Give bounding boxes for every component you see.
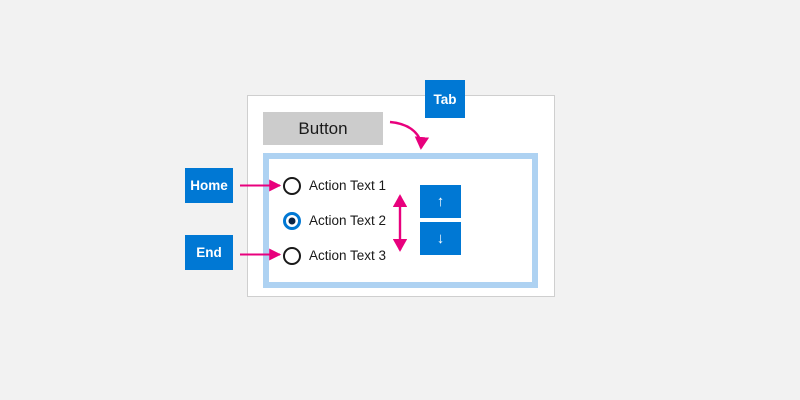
key-label-text: Tab	[433, 91, 457, 107]
radio-group: Action Text 1 Action Text 2 Action Text …	[283, 175, 403, 266]
radio-unchecked-icon[interactable]	[283, 176, 301, 195]
key-label-text: End	[196, 245, 222, 260]
radio-label: Action Text 3	[309, 248, 387, 263]
spinner-buttons: ↑ ↓	[420, 185, 461, 255]
radio-action-text-2[interactable]: Action Text 2	[283, 210, 403, 231]
arrow-up-icon: ↑	[436, 193, 445, 210]
key-label-end: End	[185, 235, 233, 270]
button-control[interactable]: Button	[263, 112, 383, 145]
radio-label: Action Text 2	[309, 213, 387, 228]
key-label-home: Home	[185, 168, 233, 203]
radio-unchecked-icon[interactable]	[283, 246, 301, 265]
radio-checked-icon[interactable]	[283, 211, 301, 230]
radio-label: Action Text 1	[309, 178, 387, 193]
spinner-down-button[interactable]: ↓	[420, 222, 461, 255]
radio-action-text-3[interactable]: Action Text 3	[283, 245, 403, 266]
arrow-down-icon: ↓	[436, 230, 445, 247]
key-label-text: Home	[190, 178, 228, 193]
button-label: Button	[298, 118, 348, 138]
spinner-up-button[interactable]: ↑	[420, 185, 461, 218]
radio-action-text-1[interactable]: Action Text 1	[283, 175, 403, 196]
key-label-tab: Tab	[425, 80, 465, 118]
